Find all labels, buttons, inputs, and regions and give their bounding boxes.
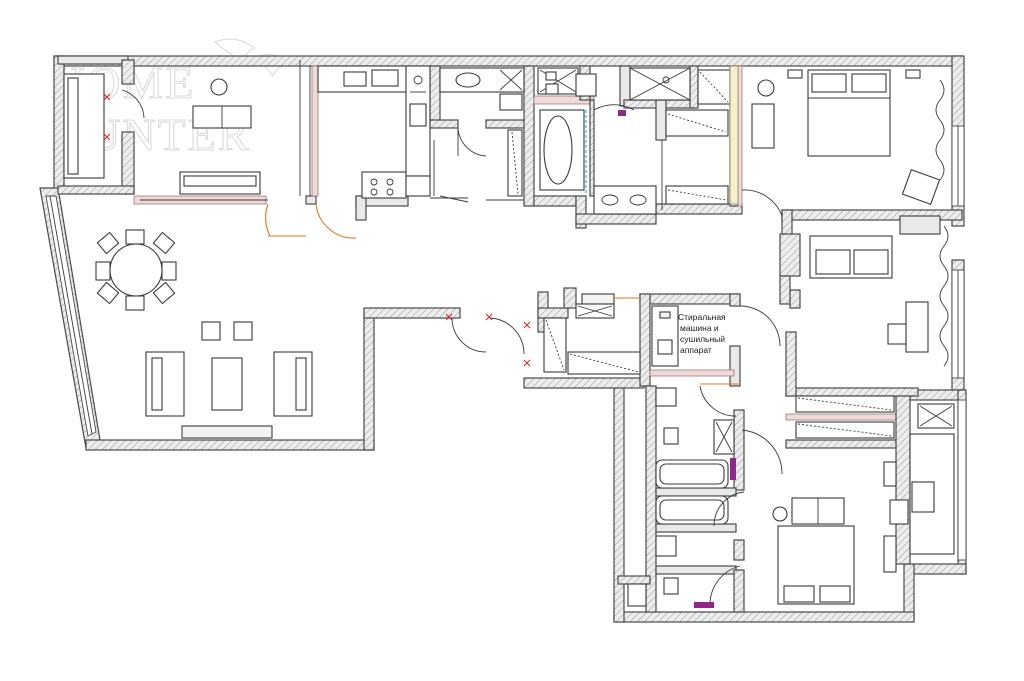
office-door-swing <box>265 203 306 237</box>
reading-chair <box>901 168 941 206</box>
corridor-doors <box>140 60 311 201</box>
master-bedroom <box>741 69 945 217</box>
bathtub-icon <box>543 115 573 185</box>
toilet-icon <box>499 93 523 111</box>
wardrobe-room <box>741 395 955 475</box>
wardrobe <box>543 317 567 373</box>
radiator <box>883 461 897 487</box>
office-chair <box>210 78 228 96</box>
desk-chair <box>887 323 907 345</box>
toilet-icon <box>663 427 679 445</box>
laundry-room: Стиральная машина и сушильный аппарат <box>543 293 781 417</box>
curtain <box>939 225 949 367</box>
armchair-icon <box>201 321 221 341</box>
office-room <box>179 78 357 239</box>
curtain <box>935 79 945 181</box>
right-study <box>809 225 949 367</box>
dresser <box>751 103 775 149</box>
laundry-label-line2: машина и <box>680 323 719 333</box>
washing-machine-icon <box>657 339 673 355</box>
washbasin-icon <box>455 72 481 88</box>
wardrobe <box>795 421 895 439</box>
kitchen <box>317 65 469 203</box>
dining-chair <box>125 229 145 245</box>
desk <box>911 481 935 513</box>
door-swing <box>121 89 145 119</box>
shower-room <box>575 65 739 210</box>
kitchen-door-swing <box>315 203 357 239</box>
towel-rail-icon <box>730 458 736 480</box>
towel-rail-icon <box>618 110 626 116</box>
bedroom-2 <box>709 433 955 607</box>
laundry-label-line3: сушильный <box>680 334 725 344</box>
toilet-icon <box>627 583 647 607</box>
toilet-icon <box>663 577 679 595</box>
double-vanity <box>593 185 657 215</box>
towel-rail-icon <box>694 602 714 608</box>
toilet-icon-2 <box>575 73 597 97</box>
coffee-table <box>211 357 243 411</box>
armchair-icon <box>772 506 788 522</box>
tv-console <box>181 425 273 439</box>
living-dining-room <box>95 229 531 439</box>
bathroom-top <box>439 67 525 201</box>
windows <box>45 125 967 561</box>
wardrobe <box>507 129 523 197</box>
round-dining-table <box>109 243 163 297</box>
sink-icon <box>371 69 399 87</box>
lower-bathrooms <box>627 387 745 608</box>
desk-chair <box>889 499 909 525</box>
laundry-label-line1: Стиральная <box>678 312 726 322</box>
radiator <box>883 535 897 573</box>
interior-walls <box>57 55 963 613</box>
wardrobe-long <box>567 351 641 375</box>
bathroom-tub <box>537 67 657 215</box>
desk <box>905 301 929 353</box>
armchair-icon <box>233 321 253 341</box>
armchair-icon <box>757 79 775 97</box>
wardrobe <box>795 395 895 413</box>
laundry-label-line4: аппарат <box>680 345 712 355</box>
vanity-counter <box>439 67 525 93</box>
stove-icon <box>361 171 407 199</box>
small-room-top-left <box>63 73 145 179</box>
wardrobe-1 <box>665 109 729 137</box>
